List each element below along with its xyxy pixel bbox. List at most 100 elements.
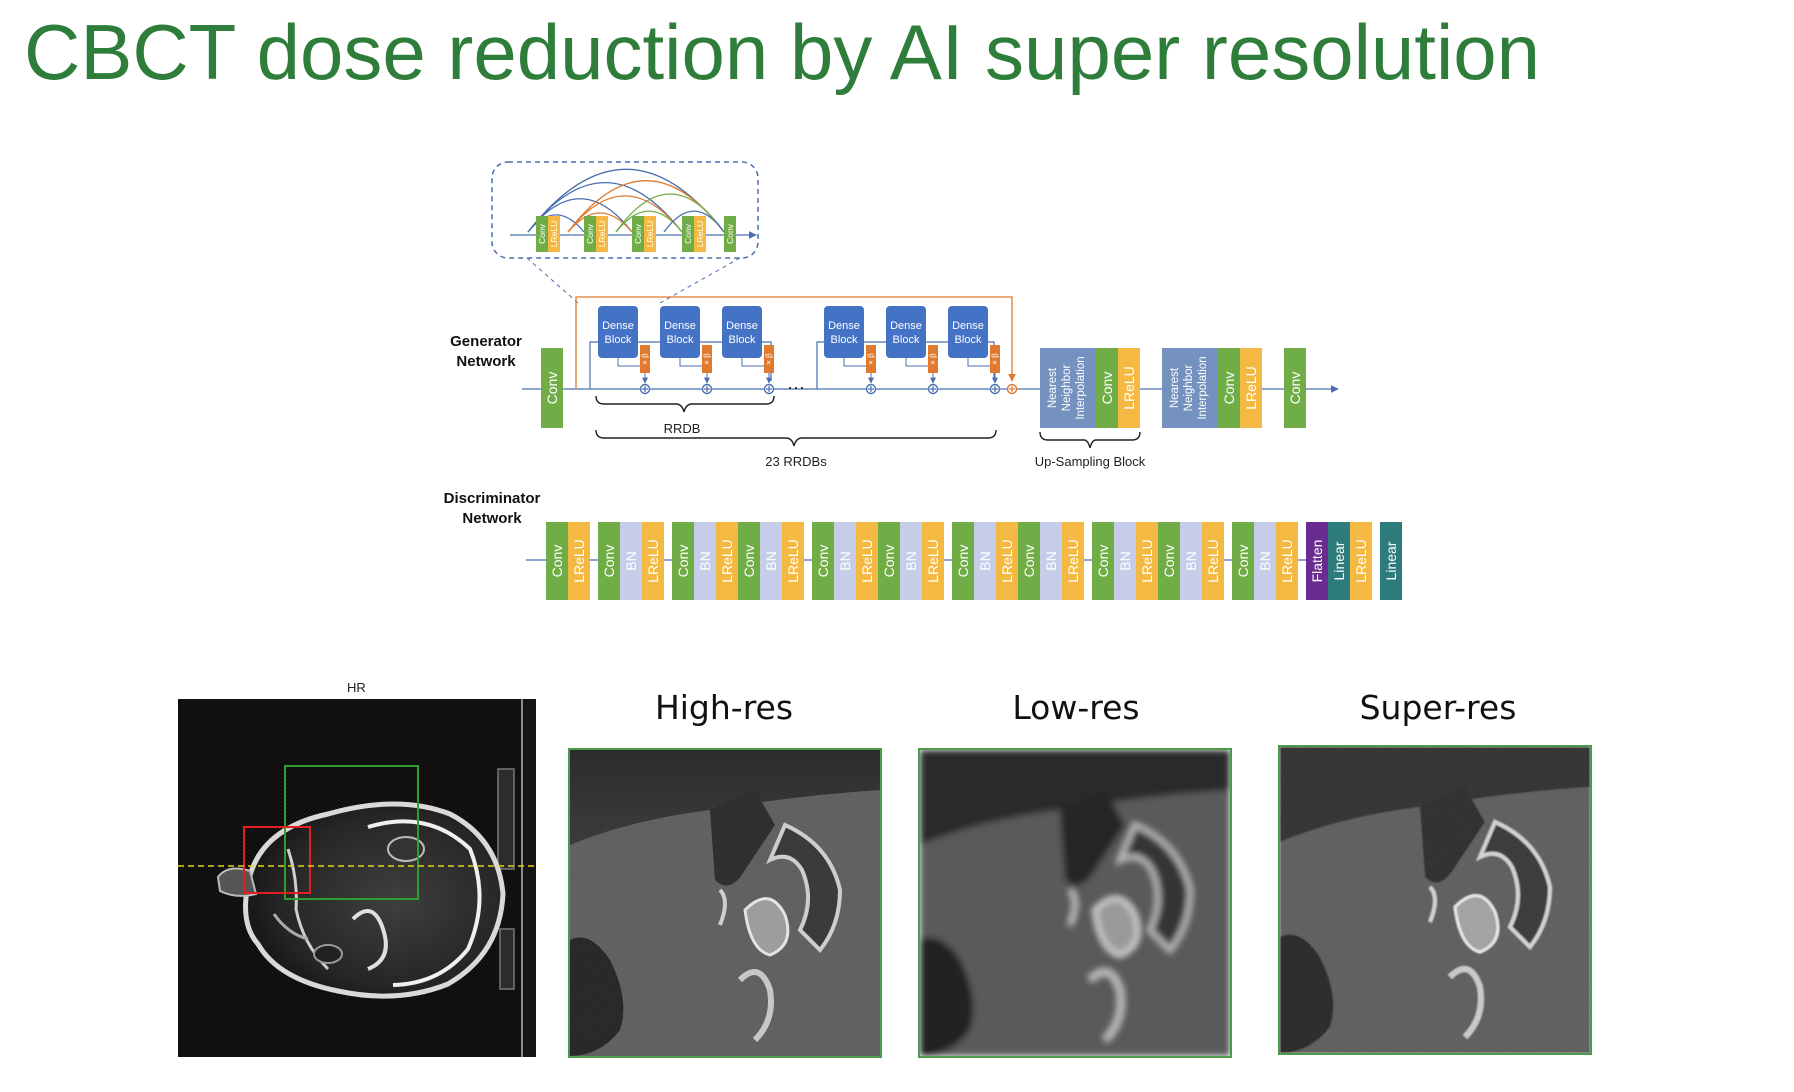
disc-layer-conv-24: Conv [1092, 522, 1114, 600]
svg-text:Neighbor: Neighbor [1061, 364, 1073, 411]
svg-text:Conv: Conv [1099, 372, 1115, 405]
adder-2 [701, 383, 713, 395]
upsample-lrelu-2 [1240, 348, 1262, 428]
disc-layer-lrelu-29: LReLU [1202, 522, 1224, 600]
gen-conv-first-label: Conv [544, 372, 560, 405]
disc-layer-lrelu-8: LReLU [716, 522, 738, 600]
svg-text:BN: BN [697, 551, 713, 570]
svg-text:Conv: Conv [881, 545, 897, 578]
generator-label-2: Network [456, 353, 516, 370]
high-res-image [568, 748, 882, 1058]
disc-layer-bn-25: BN [1114, 522, 1136, 600]
panel-title-low: Low-res [1012, 688, 1140, 727]
svg-text:BN: BN [1117, 551, 1133, 570]
svg-text:Flatten: Flatten [1309, 540, 1325, 583]
svg-text:LReLU: LReLU [597, 221, 607, 247]
svg-text:× β: × β [765, 353, 774, 365]
svg-text:LReLU: LReLU [1353, 539, 1369, 583]
adder-3 [763, 383, 775, 395]
svg-text:LReLU: LReLU [999, 539, 1015, 583]
svg-text:LReLU: LReLU [719, 539, 735, 583]
upsample-lrelu-1 [1118, 348, 1140, 428]
upsample-conv-2 [1218, 348, 1240, 428]
svg-text:LReLU: LReLU [645, 221, 655, 247]
svg-text:LReLU: LReLU [695, 221, 705, 247]
low-res-image [918, 748, 1232, 1058]
disc-layer-bn-22: BN [1040, 522, 1062, 600]
rrdb-label: RRDB [664, 421, 701, 436]
svg-text:BN: BN [1183, 551, 1199, 570]
beta-scale-6: × β [990, 345, 1000, 384]
svg-text:Block: Block [729, 334, 756, 346]
adder-1 [639, 383, 651, 395]
disc-layer-conv-15: Conv [878, 522, 900, 600]
gen-conv-last [1284, 348, 1306, 428]
inset-layer-lrelu-8: LReLU [694, 216, 706, 252]
disc-layer-flatten-33: Flatten [1306, 522, 1328, 600]
disc-layer-lrelu-32: LReLU [1276, 522, 1298, 600]
svg-text:Interpolation: Interpolation [1197, 356, 1209, 419]
beta-scale-3: × β [764, 345, 774, 384]
inset-layer-conv-1: Conv [536, 216, 548, 252]
adder-4 [865, 383, 877, 395]
inset-layer-lrelu-4: LReLU [596, 216, 608, 252]
disc-layer-bn-10: BN [760, 522, 782, 600]
inset-layer-lrelu-2: LReLU [548, 216, 560, 252]
svg-text:LReLU: LReLU [785, 539, 801, 583]
inset-layer-conv-3: Conv [584, 216, 596, 252]
svg-text:BN: BN [977, 551, 993, 570]
disc-layer-linear-34: Linear [1328, 522, 1350, 600]
upsample-interp-2 [1162, 348, 1218, 428]
hr-overview-label: HR [347, 680, 366, 695]
svg-text:LReLU: LReLU [859, 539, 875, 583]
svg-text:BN: BN [837, 551, 853, 570]
hr-overview-image [178, 699, 536, 1057]
disc-layer-lrelu-26: LReLU [1136, 522, 1158, 600]
disc-layer-conv-9: Conv [738, 522, 760, 600]
inset-layer-lrelu-6: LReLU [644, 216, 656, 252]
svg-text:BN: BN [1043, 551, 1059, 570]
svg-text:Conv: Conv [725, 223, 735, 244]
svg-text:× β: × β [703, 353, 712, 365]
svg-text:Conv: Conv [537, 223, 547, 244]
svg-text:LReLU: LReLU [1065, 539, 1081, 583]
disc-layer-bn-13: BN [834, 522, 856, 600]
svg-text:× β: × β [641, 353, 650, 365]
svg-text:Conv: Conv [601, 545, 617, 578]
disc-layer-lrelu-14: LReLU [856, 522, 878, 600]
svg-text:Interpolation: Interpolation [1075, 356, 1087, 419]
discriminator-label-2: Network [462, 510, 522, 527]
svg-text:Conv: Conv [633, 223, 643, 244]
disc-layer-lrelu-23: LReLU [1062, 522, 1084, 600]
rrdb-count-label: 23 RRDBs [765, 454, 827, 469]
svg-text:Conv: Conv [1235, 545, 1251, 578]
disc-layer-bn-16: BN [900, 522, 922, 600]
svg-text:Conv: Conv [1161, 545, 1177, 578]
svg-text:Linear: Linear [1331, 541, 1347, 580]
disc-layer-conv-1: Conv [546, 522, 568, 600]
disc-layer-lrelu-2: LReLU [568, 522, 590, 600]
disc-layer-lrelu-5: LReLU [642, 522, 664, 600]
svg-text:LReLU: LReLU [1279, 539, 1295, 583]
svg-text:Block: Block [955, 334, 982, 346]
adder-5 [927, 383, 939, 395]
svg-text:Conv: Conv [675, 545, 691, 578]
beta-scale-4: × β [866, 345, 876, 384]
svg-text:Conv: Conv [549, 545, 565, 578]
svg-text:LReLU: LReLU [549, 221, 559, 247]
disc-layer-bn-4: BN [620, 522, 642, 600]
upsampling-block-label: Up-Sampling Block [1035, 454, 1146, 469]
panel-title-super: Super-res [1359, 688, 1517, 727]
svg-text:Conv: Conv [741, 545, 757, 578]
disc-layer-lrelu-11: LReLU [782, 522, 804, 600]
svg-text:× β: × β [991, 353, 1000, 365]
adder-outer [1006, 383, 1018, 395]
svg-text:Nearest: Nearest [1169, 367, 1181, 408]
